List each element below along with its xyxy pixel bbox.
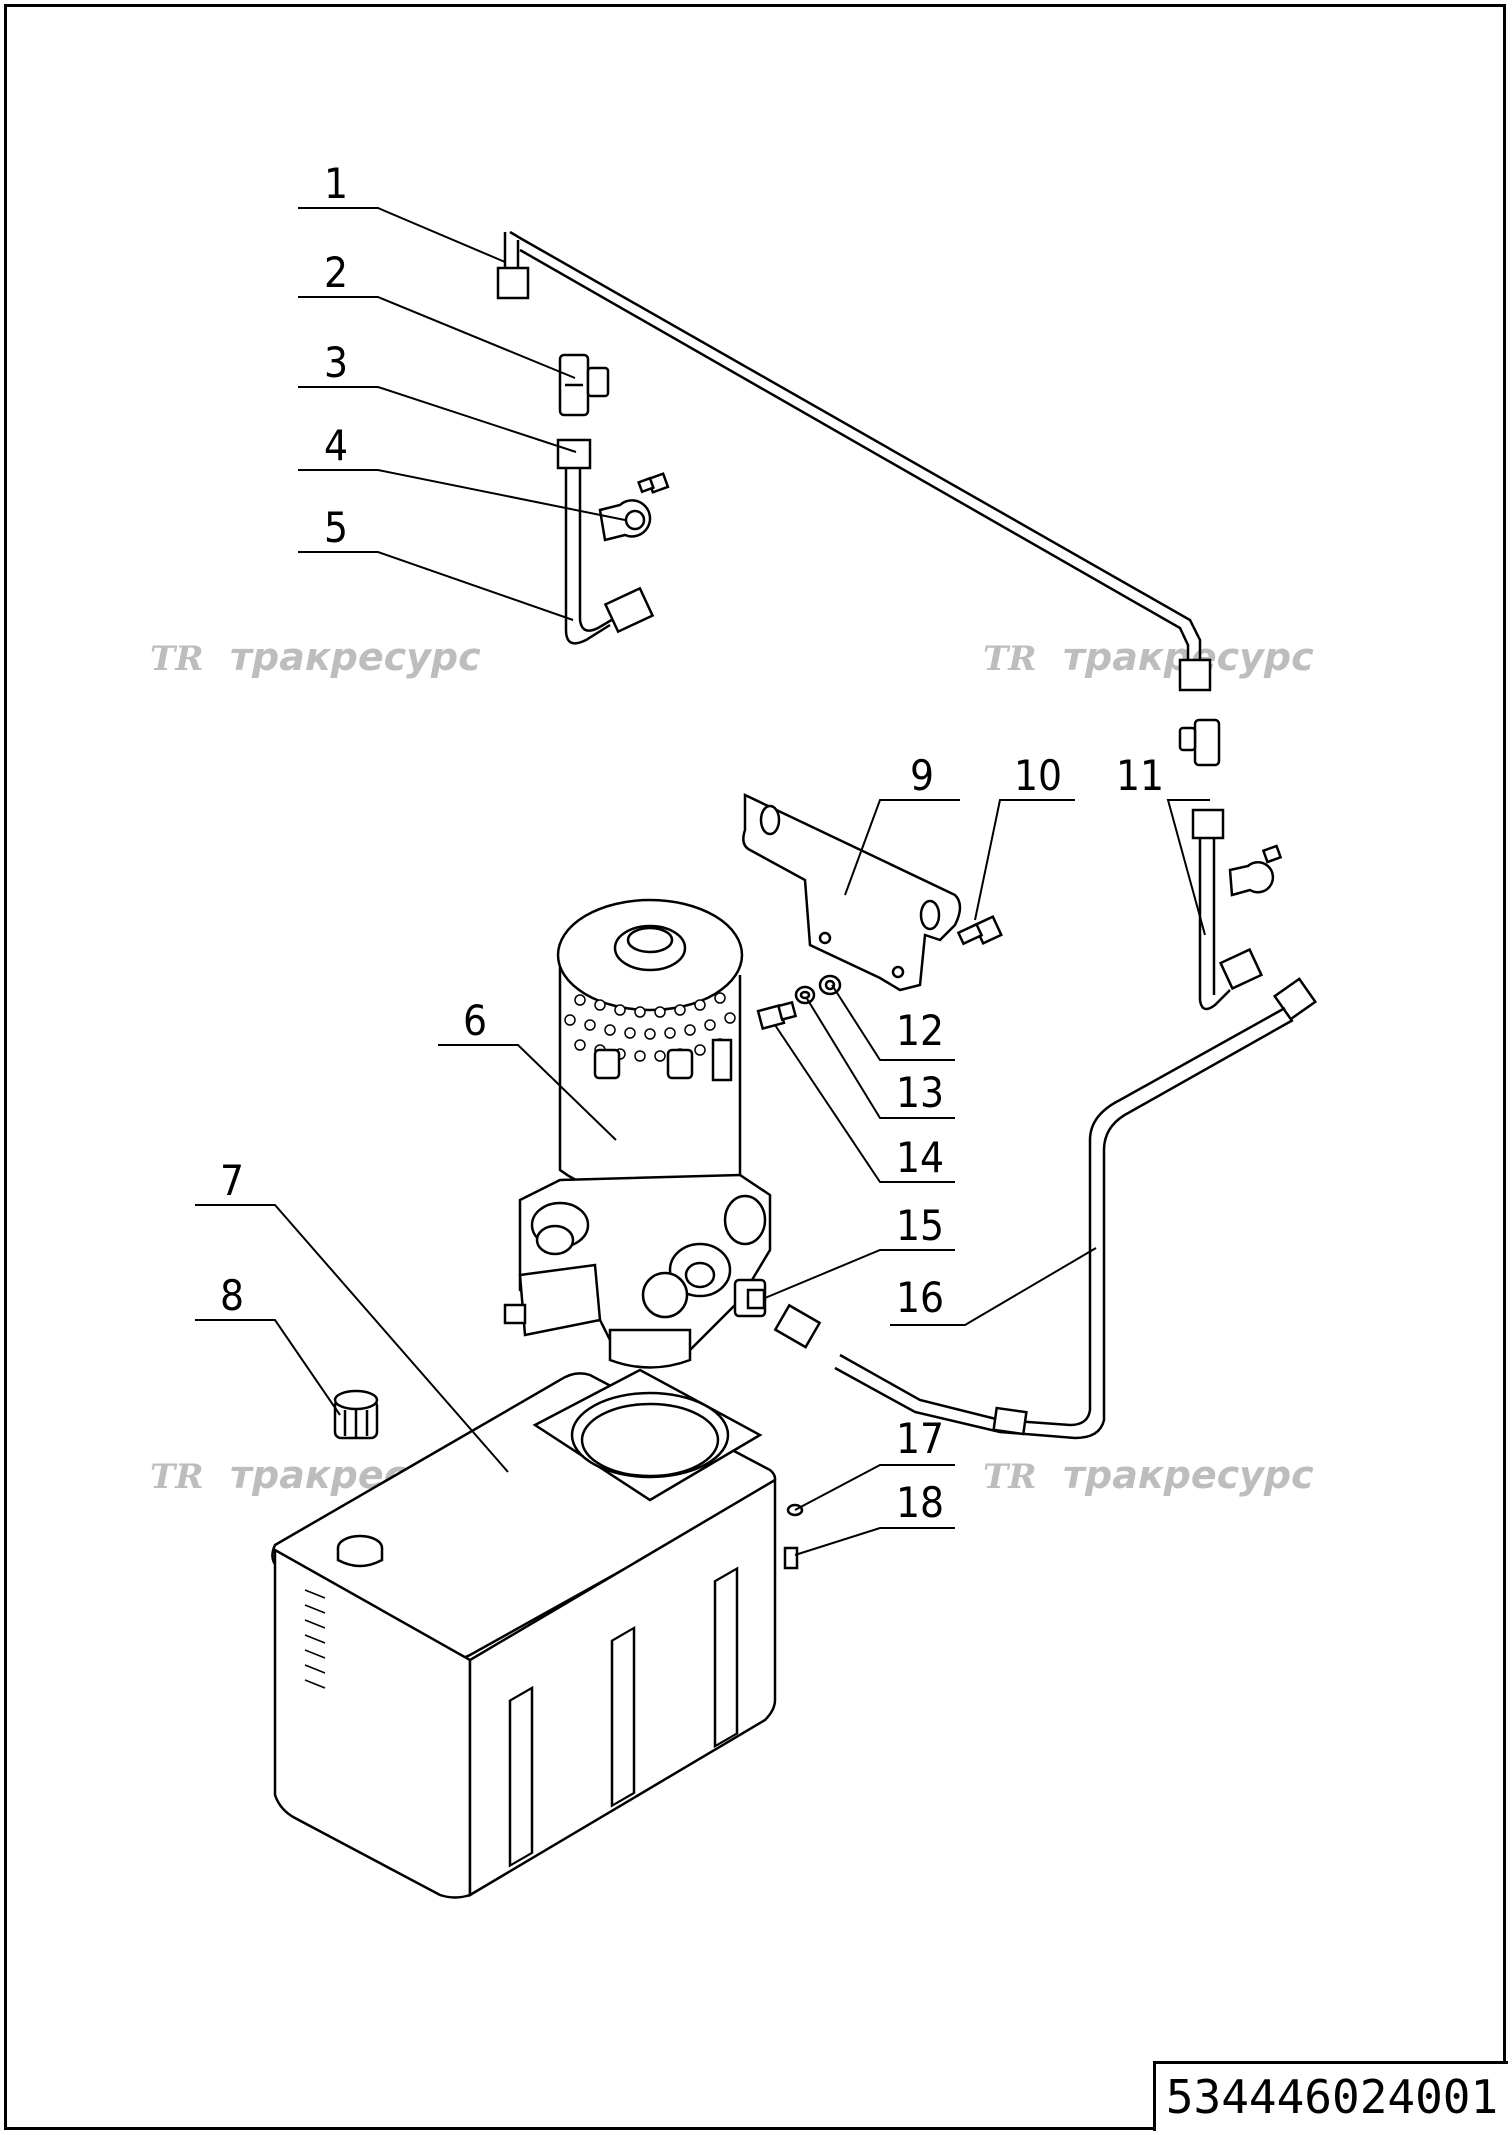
watermark-top-right: TR тракресурс (983, 635, 1314, 679)
callout-1: 1 (324, 159, 348, 208)
part-washer-13 (794, 985, 816, 1005)
watermark-logo: TR (150, 639, 204, 679)
watermark-bottom-right: TR тракресурс (983, 1453, 1314, 1497)
callout-labels: 1 2 3 4 5 6 7 8 9 10 11 12 13 14 15 16 1… (220, 159, 1164, 1527)
callout-6: 6 (463, 996, 487, 1045)
part-pipe-short (556, 438, 655, 645)
callout-3: 3 (324, 338, 348, 387)
callout-15: 15 (896, 1201, 944, 1250)
callout-7: 7 (220, 1156, 244, 1205)
part-bolt-14 (756, 1000, 798, 1031)
callout-9: 9 (910, 751, 934, 800)
part-bolt-10 (956, 915, 1003, 946)
part-bolt-small (637, 472, 670, 494)
callout-8: 8 (220, 1271, 244, 1320)
callout-13: 13 (896, 1068, 944, 1117)
callout-2: 2 (324, 248, 348, 297)
callout-14: 14 (896, 1133, 944, 1182)
part-clamp (598, 499, 652, 542)
part-tee-fitting (558, 353, 610, 417)
drawing-frame (4, 4, 1506, 2130)
callout-16: 16 (896, 1273, 944, 1322)
leader-lines (195, 207, 1210, 1556)
part-cap (333, 1389, 379, 1440)
callout-17: 17 (896, 1414, 944, 1463)
callout-4: 4 (324, 421, 348, 470)
part-hose-pipe (773, 977, 1318, 1440)
callout-10: 10 (1014, 751, 1062, 800)
callout-5: 5 (324, 503, 348, 552)
part-pipe-long (496, 230, 1212, 692)
part-tank (271, 1368, 804, 1899)
part-pipe-right (1178, 718, 1283, 1011)
part-fitting-15 (733, 1278, 767, 1318)
watermark-logo: TR (150, 1457, 204, 1497)
watermark-logo: TR (983, 639, 1037, 679)
watermark-text: тракресурс (1063, 1453, 1314, 1497)
callout-18: 18 (896, 1478, 944, 1527)
watermark-logo: TR (983, 1457, 1037, 1497)
part-bracket (742, 793, 962, 992)
part-air-dryer (503, 898, 772, 1369)
watermark-top-left: TR тракресурс (150, 635, 481, 679)
callout-12: 12 (896, 1006, 944, 1055)
watermark-text: тракресурс (230, 635, 481, 679)
callout-11: 11 (1116, 751, 1164, 800)
document-number: 534446024001 (1153, 2061, 1508, 2131)
